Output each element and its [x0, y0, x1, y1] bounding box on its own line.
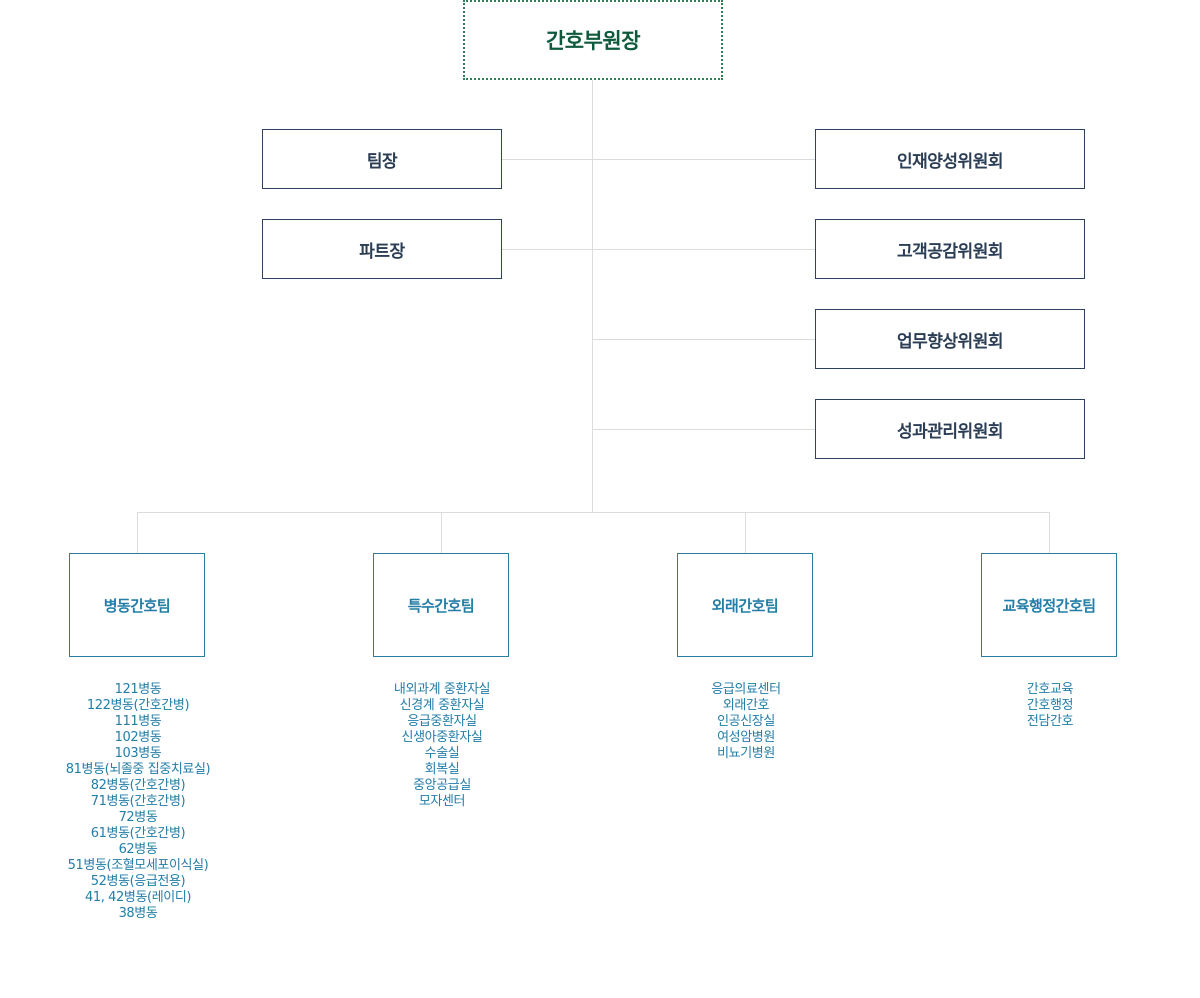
- team-box-ward-nursing: 병동간호팀: [69, 553, 205, 657]
- unit-item: 간호교육: [1026, 682, 1074, 697]
- team-box-outpatient-nursing: 외래간호팀: [677, 553, 813, 657]
- horizontal-team-bus-line: [137, 512, 1050, 513]
- unit-item: 간호행정: [1026, 698, 1074, 713]
- unit-item: 51병동(조혈모세포이식실): [67, 858, 209, 873]
- special-nursing-unit-list: 내외과계 중환자실 신경계 중환자실 응급중환자실 신생아중환자실 수술실 회복…: [342, 682, 542, 810]
- connector-line-team-lead: [501, 159, 815, 160]
- connector-line-part-lead: [501, 249, 815, 250]
- team-drop-line-4: [1049, 512, 1050, 553]
- vertical-trunk-line: [592, 80, 593, 512]
- unit-item: 여성암병원: [717, 730, 775, 745]
- connector-line-committee-4: [592, 429, 815, 430]
- committee-box-talent: 인재양성위원회: [815, 129, 1085, 189]
- team-label: 교육행정간호팀: [1002, 596, 1096, 615]
- connector-line-committee-3: [592, 339, 815, 340]
- unit-item: 인공신장실: [717, 714, 775, 729]
- unit-item: 72병동: [118, 810, 158, 825]
- unit-item: 신생아중환자실: [401, 730, 483, 745]
- unit-item: 내외과계 중환자실: [393, 682, 491, 697]
- unit-item: 102병동: [114, 730, 162, 745]
- committee-label: 인재양성위원회: [897, 151, 1003, 172]
- committee-label: 업무향상위원회: [897, 331, 1003, 352]
- unit-item: 수술실: [424, 746, 460, 761]
- unit-item: 신경계 중환자실: [399, 698, 485, 713]
- team-lead-box: 팀장: [262, 129, 502, 189]
- part-lead-label: 파트장: [359, 241, 405, 262]
- unit-item: 응급의료센터: [711, 682, 781, 697]
- committee-box-work-improvement: 업무향상위원회: [815, 309, 1085, 369]
- team-label: 병동간호팀: [103, 596, 171, 615]
- unit-item: 121병동: [114, 682, 162, 697]
- unit-item: 82병동(간호간병): [90, 778, 186, 793]
- unit-item: 외래간호: [722, 698, 770, 713]
- unit-item: 62병동: [118, 842, 158, 857]
- unit-item: 전담간호: [1026, 714, 1074, 729]
- unit-item: 회복실: [424, 762, 460, 777]
- unit-item: 103병동: [114, 746, 162, 761]
- committee-box-customer: 고객공감위원회: [815, 219, 1085, 279]
- committee-label: 고객공감위원회: [897, 241, 1003, 262]
- unit-item: 응급중환자실: [407, 714, 477, 729]
- education-admin-unit-list: 간호교육 간호행정 전담간호: [950, 682, 1150, 730]
- unit-item: 38병동: [118, 906, 158, 921]
- unit-item: 111병동: [114, 714, 162, 729]
- team-label: 특수간호팀: [407, 596, 475, 615]
- vice-director-nursing-label: 간호부원장: [545, 29, 641, 53]
- outpatient-nursing-unit-list: 응급의료센터 외래간호 인공신장실 여성암병원 비뇨기병원: [646, 682, 846, 762]
- team-lead-label: 팀장: [366, 151, 398, 172]
- unit-item: 122병동(간호간병): [86, 698, 190, 713]
- team-drop-line-2: [441, 512, 442, 553]
- vice-director-nursing-box: 간호부원장: [463, 0, 723, 80]
- team-box-education-admin-nursing: 교육행정간호팀: [981, 553, 1117, 657]
- team-box-special-nursing: 특수간호팀: [373, 553, 509, 657]
- team-drop-line-1: [137, 512, 138, 553]
- unit-item: 중앙공급실: [413, 778, 471, 793]
- committee-box-performance: 성과관리위원회: [815, 399, 1085, 459]
- unit-item: 52병동(응급전용): [90, 874, 186, 889]
- unit-item: 71병동(간호간병): [90, 794, 186, 809]
- unit-item: 41, 42병동(레이디): [84, 890, 192, 905]
- unit-item: 81병동(뇌졸중 집중치료실): [65, 762, 211, 777]
- part-lead-box: 파트장: [262, 219, 502, 279]
- ward-nursing-unit-list: 121병동 122병동(간호간병) 111병동 102병동 103병동 81병동…: [38, 682, 238, 922]
- unit-item: 비뇨기병원: [717, 746, 775, 761]
- committee-label: 성과관리위원회: [897, 421, 1003, 442]
- team-drop-line-3: [745, 512, 746, 553]
- unit-item: 61병동(간호간병): [90, 826, 186, 841]
- team-label: 외래간호팀: [711, 596, 779, 615]
- unit-item: 모자센터: [418, 794, 466, 809]
